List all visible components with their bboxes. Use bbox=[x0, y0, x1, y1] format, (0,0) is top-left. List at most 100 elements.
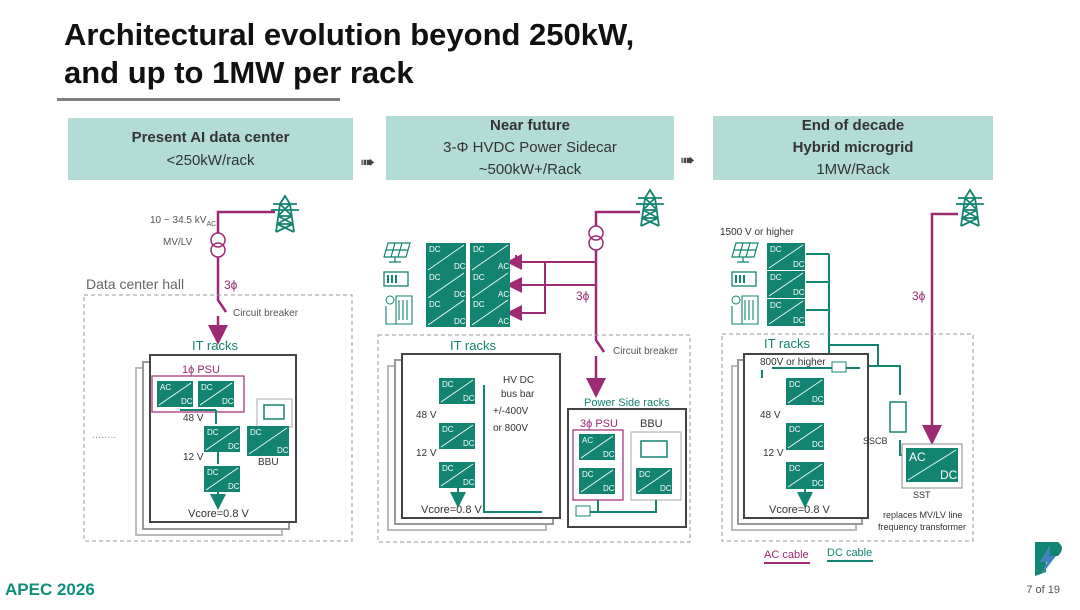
converter-output-label: DC bbox=[463, 394, 475, 403]
col1-12v-label: 12 V bbox=[183, 452, 204, 463]
converter-input-label: DC bbox=[442, 425, 454, 434]
header-end-title: End of decade bbox=[801, 117, 905, 134]
converter-input-label: DC bbox=[207, 428, 219, 437]
converter-output-label: DC bbox=[228, 482, 240, 491]
converter-block: DC DC bbox=[439, 378, 475, 404]
converter-output-label: AC bbox=[498, 290, 509, 299]
col3-grid-tower-icon bbox=[955, 189, 985, 227]
col1-transformer-icon bbox=[210, 232, 226, 258]
converter-input-label: AC bbox=[582, 436, 593, 445]
converter-input-label: DC bbox=[789, 380, 801, 389]
legend-ac-cable: AC cable bbox=[764, 549, 809, 561]
converter-output-label: DC bbox=[181, 397, 193, 406]
col1-48v-label: 48 V bbox=[183, 413, 204, 424]
header-near-title: Near future bbox=[489, 117, 571, 134]
converter-input-label: DC bbox=[442, 380, 454, 389]
arrow-right-icon: ➠ bbox=[680, 150, 696, 170]
converter-block: DC AC bbox=[470, 298, 510, 327]
converter-input-label: DC bbox=[770, 301, 782, 310]
col2-hvdc-label: HV DC bbox=[503, 375, 534, 386]
page-number: 7 of 19 bbox=[1026, 584, 1060, 596]
converter-block: DC DC bbox=[439, 423, 475, 449]
converter-input-label: DC bbox=[473, 300, 485, 309]
solar-panel-icon bbox=[731, 242, 759, 263]
col1-psu-box bbox=[151, 375, 245, 413]
col3-sst-desc1: replaces MV/LV line bbox=[883, 510, 962, 520]
col2-vcore-label: Vcore=0.8 V bbox=[421, 504, 483, 516]
converter-output-label: DC bbox=[463, 439, 475, 448]
col3-sscb-label: SSCB bbox=[863, 436, 888, 446]
col1-mvlv-label: MV/LV bbox=[163, 237, 193, 248]
col3-it-racks-label: IT racks bbox=[764, 336, 810, 351]
converter-input-label: AC bbox=[160, 383, 171, 392]
col1-bbu-label: BBU bbox=[258, 457, 279, 468]
converter-input-label: DC bbox=[429, 273, 441, 282]
col1-ac-line bbox=[218, 257, 226, 335]
col1-voltage-label: 10 ~ 34.5 kVAC bbox=[150, 215, 216, 228]
col1-vcore-label: Vcore=0.8 V bbox=[188, 508, 250, 520]
title-underline bbox=[57, 98, 340, 101]
col2-ac-branch bbox=[506, 262, 546, 321]
legend-dc-cable: DC cable bbox=[827, 547, 872, 559]
converter-input-label: DC bbox=[429, 300, 441, 309]
col1-hall-box bbox=[83, 294, 353, 542]
converter-output-label: DC bbox=[940, 468, 958, 482]
col1-phase-label: 3ϕ bbox=[224, 278, 238, 292]
header-present-title: Present AI data center bbox=[131, 129, 290, 146]
converter-output-label: AC bbox=[498, 317, 509, 326]
converter-input-label: DC bbox=[789, 425, 801, 434]
col3-sst-desc2: frequency transformer bbox=[878, 522, 966, 532]
converter-output-label: DC bbox=[793, 288, 805, 297]
converter-block: AC DC bbox=[157, 381, 193, 407]
col1-more-racks: ........ bbox=[92, 429, 116, 441]
header-near-future: Near future 3-Φ HVDC Power Sidecar ~500k… bbox=[386, 116, 674, 180]
header-present: Present AI data center <250kW/rack bbox=[68, 118, 353, 180]
col3-dc-bus bbox=[806, 253, 879, 366]
converter-output-label: DC bbox=[463, 478, 475, 487]
col1-ac-feed bbox=[216, 210, 275, 238]
converter-input-label: DC bbox=[639, 470, 651, 479]
col2-breaker-label: Circuit breaker bbox=[613, 346, 679, 357]
converter-output-label: DC bbox=[793, 316, 805, 325]
converter-output-label: DC bbox=[812, 440, 824, 449]
converter-block: DC DC bbox=[767, 299, 805, 326]
converter-output-label: DC bbox=[660, 484, 672, 493]
col2-transformer-icon bbox=[588, 225, 604, 251]
converter-output-label: DC bbox=[454, 262, 466, 271]
col2-hall-box bbox=[377, 334, 691, 543]
col1-hall-label: Data center hall bbox=[86, 276, 184, 292]
converter-output-label: DC bbox=[603, 484, 615, 493]
converter-output-label: DC bbox=[812, 479, 824, 488]
fuel-cell-icon bbox=[385, 295, 413, 325]
converter-block: DC DC bbox=[786, 423, 824, 450]
col2-hvdc-bus bbox=[483, 385, 542, 513]
fuel-cell-icon bbox=[731, 295, 759, 325]
header-end-sub: Hybrid microgrid bbox=[792, 139, 914, 156]
col2-busbar-label: bus bar bbox=[501, 389, 535, 400]
col3-vcore-label: Vcore=0.8 V bbox=[769, 504, 831, 516]
battery-icon bbox=[731, 271, 757, 287]
col1-breaker-label: Circuit breaker bbox=[233, 308, 299, 319]
col1-dc-path bbox=[180, 409, 219, 501]
col2-bbu-label: BBU bbox=[640, 418, 663, 430]
col2-ac-branch bbox=[515, 255, 596, 286]
converter-output-label: DC bbox=[793, 260, 805, 269]
battery-icon bbox=[263, 404, 285, 420]
col2-busv1-label: +/-400V bbox=[493, 406, 529, 417]
col2-it-racks-label: IT racks bbox=[450, 338, 496, 353]
battery-icon bbox=[640, 440, 668, 458]
col2-power-side-label: Power Side racks bbox=[584, 397, 670, 409]
converter-output-label: DC bbox=[454, 290, 466, 299]
battery-icon bbox=[383, 271, 409, 287]
converter-input-label: DC bbox=[770, 245, 782, 254]
col3-sst-label: SST bbox=[913, 490, 931, 500]
